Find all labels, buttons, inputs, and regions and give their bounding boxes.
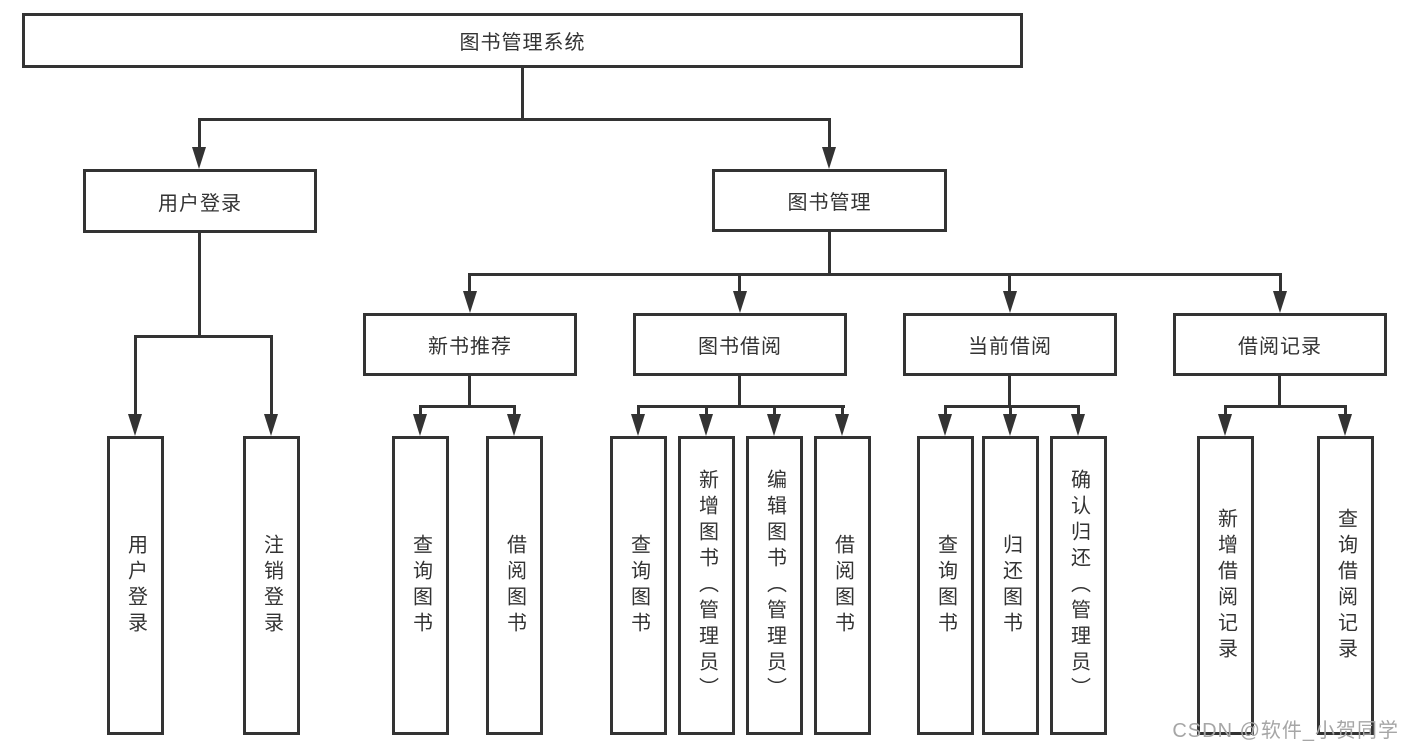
arrowhead-down-icon bbox=[822, 147, 836, 169]
arrowhead-down-icon bbox=[507, 414, 521, 436]
connector-line bbox=[1077, 405, 1080, 416]
arrowhead-down-icon bbox=[264, 414, 278, 436]
connector-line bbox=[828, 232, 831, 276]
leaf-query-borrow-record: 查询借阅记录 bbox=[1317, 436, 1374, 735]
arrowhead-down-icon bbox=[413, 414, 427, 436]
arrowhead-down-icon bbox=[938, 414, 952, 436]
leaf-user-login: 用户登录 bbox=[107, 436, 164, 735]
connector-line bbox=[841, 405, 844, 416]
connector-line bbox=[637, 405, 640, 416]
csdn-watermark: CSDN @软件_小贺同学 bbox=[1172, 720, 1399, 742]
arrowhead-down-icon bbox=[1003, 414, 1017, 436]
connector-line bbox=[1279, 273, 1282, 292]
connector-line bbox=[513, 405, 516, 416]
arrowhead-down-icon bbox=[835, 414, 849, 436]
connector-line bbox=[198, 118, 201, 147]
arrowhead-down-icon bbox=[733, 291, 747, 313]
connector-line bbox=[134, 335, 273, 338]
connector-line bbox=[198, 118, 831, 121]
arrowhead-down-icon bbox=[1273, 291, 1287, 313]
leaf-query-books-current: 查询图书 bbox=[917, 436, 974, 735]
leaf-borrow-books-recommend: 借阅图书 bbox=[486, 436, 543, 735]
node-new-book-recommendation: 新书推荐 bbox=[363, 313, 577, 376]
arrowhead-down-icon bbox=[767, 414, 781, 436]
connector-line bbox=[468, 376, 471, 408]
leaf-query-books-borrowing: 查询图书 bbox=[610, 436, 667, 735]
connector-line bbox=[1008, 376, 1011, 408]
arrowhead-down-icon bbox=[1218, 414, 1232, 436]
leaf-confirm-return-admin: 确认归还（管理员） bbox=[1050, 436, 1107, 735]
connector-line bbox=[468, 273, 471, 292]
leaf-logout: 注销登录 bbox=[243, 436, 300, 735]
connector-line bbox=[198, 233, 201, 335]
node-book-management: 图书管理 bbox=[712, 169, 947, 232]
node-library-management-system: 图书管理系统 bbox=[22, 13, 1023, 68]
arrowhead-down-icon bbox=[192, 147, 206, 169]
connector-line bbox=[944, 405, 1080, 408]
leaf-query-books-recommend: 查询图书 bbox=[392, 436, 449, 735]
leaf-borrow-books: 借阅图书 bbox=[814, 436, 871, 735]
connector-line bbox=[738, 273, 741, 292]
node-current-borrowing: 当前借阅 bbox=[903, 313, 1117, 376]
connector-line bbox=[1344, 405, 1347, 416]
connector-line bbox=[828, 118, 831, 147]
connector-line bbox=[773, 405, 776, 416]
connector-line bbox=[468, 273, 1282, 276]
arrowhead-down-icon bbox=[699, 414, 713, 436]
connector-line bbox=[419, 405, 516, 408]
node-user-login: 用户登录 bbox=[83, 169, 317, 233]
connector-line bbox=[419, 405, 422, 416]
connector-line bbox=[1008, 273, 1011, 292]
connector-line bbox=[1009, 405, 1012, 416]
connector-line bbox=[1278, 376, 1281, 408]
arrowhead-down-icon bbox=[463, 291, 477, 313]
arrowhead-down-icon bbox=[128, 414, 142, 436]
connector-line bbox=[270, 335, 273, 414]
connector-line bbox=[1224, 405, 1347, 408]
leaf-add-books-admin: 新增图书（管理员） bbox=[678, 436, 735, 735]
connector-line bbox=[637, 405, 845, 408]
leaf-edit-books-admin: 编辑图书（管理员） bbox=[746, 436, 803, 735]
arrowhead-down-icon bbox=[631, 414, 645, 436]
connector-line bbox=[944, 405, 947, 416]
connector-line bbox=[521, 68, 524, 121]
connector-line bbox=[134, 335, 137, 414]
connector-line bbox=[705, 405, 708, 416]
connector-line bbox=[1224, 405, 1227, 416]
connector-line bbox=[738, 376, 741, 408]
leaf-add-borrow-record: 新增借阅记录 bbox=[1197, 436, 1254, 735]
arrowhead-down-icon bbox=[1071, 414, 1085, 436]
node-book-borrowing: 图书借阅 bbox=[633, 313, 847, 376]
node-borrowing-records: 借阅记录 bbox=[1173, 313, 1387, 376]
arrowhead-down-icon bbox=[1338, 414, 1352, 436]
arrowhead-down-icon bbox=[1003, 291, 1017, 313]
leaf-return-books: 归还图书 bbox=[982, 436, 1039, 735]
